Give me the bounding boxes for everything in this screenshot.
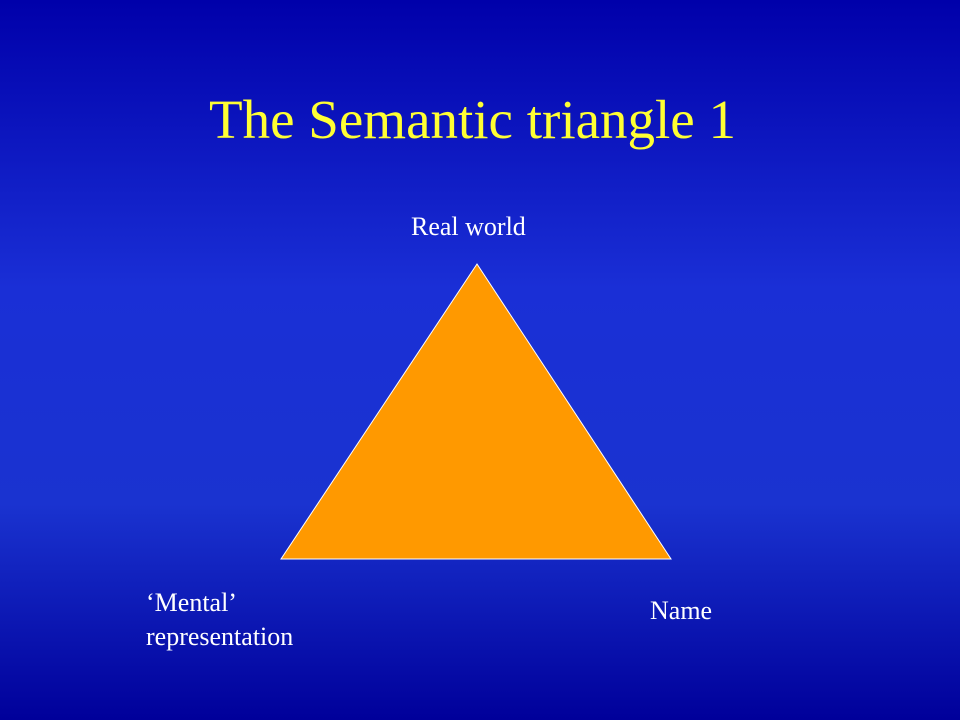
vertex-label-name: Name bbox=[650, 596, 713, 625]
vertex-label-real-world: Real world bbox=[411, 212, 526, 241]
vertex-label-mental: ‘Mental’ bbox=[146, 588, 237, 617]
vertex-label-representation: representation bbox=[146, 622, 294, 651]
semantic-triangle bbox=[280, 263, 672, 560]
slide-title: The Semantic triangle 1 bbox=[209, 89, 736, 150]
vertex-label-mental-representation: ‘Mental’ representation bbox=[146, 586, 293, 654]
